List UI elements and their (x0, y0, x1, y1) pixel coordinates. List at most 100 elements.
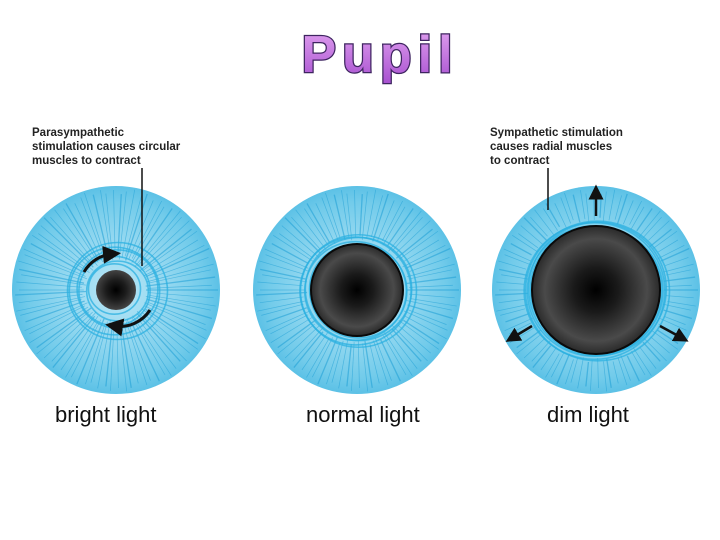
iris-fiber (597, 357, 599, 388)
iris-fiber (554, 203, 567, 228)
iris-fiber (606, 358, 612, 388)
iris-fiber (617, 357, 628, 386)
iris-fiber (346, 193, 353, 241)
iris-fiber (372, 193, 389, 242)
iris-fiber (123, 324, 139, 384)
iris-fiber (291, 216, 321, 250)
pupil (310, 243, 404, 337)
iris-fiber (405, 247, 451, 269)
iris-fiber (65, 203, 100, 261)
iris-fiber (409, 257, 450, 272)
iris-fiber (326, 342, 341, 385)
iris-fiber (145, 239, 199, 273)
iris-fiber (396, 220, 431, 253)
sphincter-ring (66, 241, 169, 341)
iris-fiber (149, 257, 209, 279)
eye-normal-light (253, 186, 461, 394)
iris-fiber (391, 216, 423, 252)
iris-fiber (409, 269, 452, 280)
iris-fiber (21, 274, 86, 286)
circular-arrows-icon (82, 245, 152, 337)
sphincter-ring (523, 221, 666, 361)
iris-fiber (292, 326, 324, 362)
iris-fiber (295, 209, 327, 251)
iris-fiber (266, 307, 307, 323)
note-line: muscles to contract (32, 155, 141, 167)
iris-fiber (572, 194, 581, 223)
iris-fiber (16, 296, 86, 312)
iris-fiber (265, 254, 310, 272)
note-line: Sympathetic stimulation (490, 127, 623, 139)
iris-fiber (388, 210, 422, 252)
iris-fiber (277, 323, 315, 355)
iris-fiber (259, 296, 304, 304)
iris-fiber (90, 321, 108, 383)
iris-fiber (612, 361, 619, 384)
iris-fiber (387, 208, 414, 247)
iris-fiber (498, 260, 527, 270)
iris-fiber (76, 318, 105, 385)
iris-fiber (660, 247, 690, 262)
iris-fiber (24, 302, 88, 331)
iris-fiber (564, 192, 574, 221)
iris-fiber (148, 284, 212, 289)
iris-fiber (657, 244, 685, 260)
iris-fibers (256, 189, 459, 392)
iris-fiber (403, 319, 440, 345)
iris-fiber (650, 336, 670, 354)
iris-fiber (629, 200, 642, 225)
iris-fiber (265, 310, 311, 331)
iris-fiber (505, 313, 530, 323)
iris-fiber (570, 358, 578, 383)
iris-fiber (36, 311, 90, 355)
iris-fiber (74, 203, 103, 263)
iris-fiber (585, 361, 590, 387)
iris-fiber (136, 311, 187, 362)
iris-fiber (32, 235, 90, 273)
iris-fiber (306, 203, 331, 243)
iris-fiber (19, 268, 85, 284)
iris-fiber (543, 208, 558, 231)
iris-fiber (43, 217, 94, 268)
iris-fiber (632, 347, 652, 376)
iris-fiber (500, 308, 526, 316)
iris-fiber (642, 216, 662, 239)
iris-fiber (137, 313, 181, 362)
iris-fiber (406, 276, 457, 285)
iris-fiber (18, 294, 83, 304)
iris-fiber (560, 197, 571, 224)
iris-fiber (277, 319, 317, 349)
iris-fiber (616, 193, 628, 225)
iris-fiber (51, 312, 97, 362)
iris-fiber (40, 225, 94, 271)
iris-fiber (260, 268, 306, 280)
iris-fiber (70, 319, 102, 378)
iris-fiber (43, 311, 93, 359)
note-line: stimulation causes circular (32, 141, 181, 153)
iris-fiber (24, 254, 88, 280)
iris-fiber (257, 300, 307, 312)
sphincter-ring (524, 220, 671, 362)
iris-fiber (124, 195, 142, 257)
iris-fiber (257, 281, 303, 287)
iris-fiber (397, 324, 431, 354)
caption-normal-light: normal light (306, 402, 420, 427)
iris-fiber (132, 315, 172, 376)
iris-fiber (666, 269, 691, 276)
note-line: to contract (490, 155, 550, 167)
iris-fiber (550, 353, 564, 378)
iris-fiber (648, 220, 670, 241)
iris-fiber (284, 217, 321, 254)
iris-fiber (503, 248, 532, 262)
sphincter-ring (299, 233, 418, 349)
iris-fiber (590, 360, 593, 391)
iris-fiber (284, 325, 320, 359)
iris-fiber (52, 315, 96, 368)
note-line: causes radial muscles (490, 141, 613, 153)
iris-fiber (321, 197, 339, 241)
iris-fiber (264, 248, 309, 269)
iris-fiber (60, 315, 99, 371)
iris-fiber (512, 235, 538, 253)
iris-fiber (608, 189, 616, 221)
